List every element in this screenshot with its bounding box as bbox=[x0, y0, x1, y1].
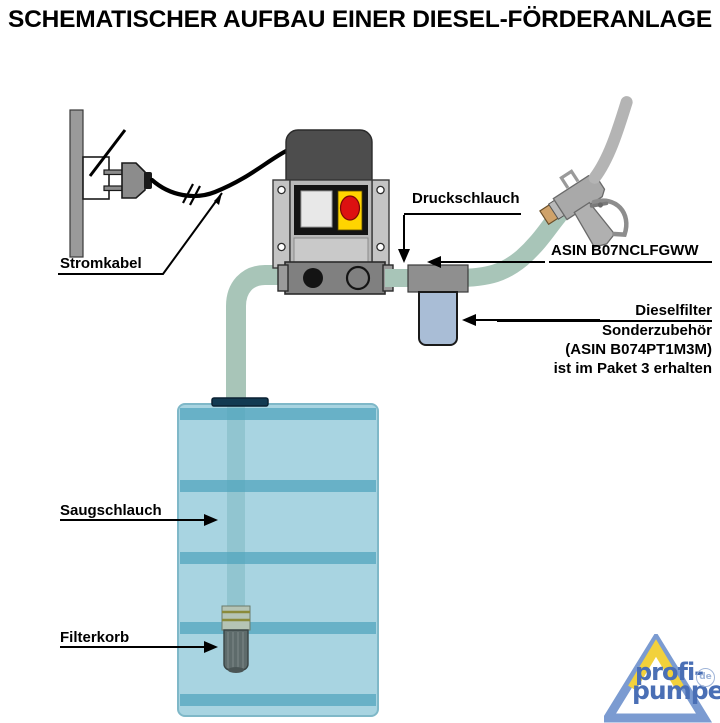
label-dieselfilter: Dieselfilter bbox=[635, 302, 712, 319]
base-port-plug bbox=[303, 268, 323, 288]
barrel-cap bbox=[211, 397, 269, 407]
leader-dieselfilter-arrowhead bbox=[462, 314, 476, 326]
barrel-ring-1 bbox=[180, 408, 376, 420]
label-saugschlauch: Saugschlauch bbox=[60, 502, 162, 519]
foot-filter-collar bbox=[221, 605, 251, 631]
foot-filter-basket bbox=[221, 605, 251, 673]
logo-chevron bbox=[628, 639, 684, 691]
inlet-collar bbox=[277, 264, 289, 292]
barrel-ring-2 bbox=[180, 480, 376, 492]
label-druckschlauch-underline bbox=[404, 213, 521, 215]
leader-druckschlauch-arrowhead bbox=[398, 249, 410, 263]
base-outlet-port bbox=[345, 265, 371, 291]
bolt-top-right bbox=[376, 185, 385, 195]
nozzle-spout bbox=[588, 96, 633, 184]
label-dieselfilter-line2: Sonderzubehör bbox=[601, 322, 712, 339]
bolt-bottom-left bbox=[277, 242, 286, 252]
foot-filter-tip bbox=[228, 667, 244, 673]
wall-socket bbox=[82, 156, 110, 200]
barrel-ring-4 bbox=[180, 622, 376, 634]
label-filterkorb: Filterkorb bbox=[60, 629, 130, 646]
socket-lever bbox=[88, 129, 127, 177]
leader-asin-arrowhead bbox=[427, 256, 441, 268]
nozzle-hook bbox=[559, 169, 580, 189]
pump-assembly bbox=[272, 129, 394, 295]
filter-head bbox=[407, 264, 469, 293]
label-dieselfilter-line4: ist im Paket 3 erhalten bbox=[553, 360, 712, 377]
diesel-filter bbox=[407, 264, 469, 346]
logo-triangle bbox=[599, 631, 713, 723]
page-title: SCHEMATISCHER AUFBAU EINER DIESEL-FÖRDER… bbox=[8, 6, 713, 33]
wall-mount-plate bbox=[69, 109, 84, 258]
pump-motor-housing bbox=[285, 129, 373, 181]
label-druckschlauch: Druckschlauch bbox=[412, 190, 520, 207]
fuel-nozzle bbox=[539, 96, 633, 248]
label-dieselfilter-line3: (ASIN B074PT1M3M) bbox=[565, 341, 712, 358]
leader-stromkabel bbox=[149, 192, 223, 275]
profi-pumpe-logo: profi- pumpe de bbox=[599, 631, 720, 723]
label-asin-pump: ASIN B07NCLFGWW bbox=[551, 242, 699, 259]
leader-saugschlauch-arrowhead bbox=[204, 514, 218, 526]
logo-mark bbox=[599, 631, 713, 723]
bolt-top-left bbox=[277, 185, 286, 195]
leader-stromkabel-arrowhead bbox=[214, 193, 222, 205]
label-asin-pump-underline bbox=[549, 261, 712, 263]
nozzle-handle bbox=[573, 201, 616, 248]
barrel-ring-3 bbox=[180, 552, 376, 564]
cable-break-mark-1 bbox=[182, 183, 194, 204]
filter-bowl bbox=[418, 291, 458, 346]
nozzle-latch bbox=[597, 202, 604, 208]
cable-break-mark-2 bbox=[189, 185, 201, 206]
pressure-hose-to-nozzle bbox=[447, 207, 567, 287]
diesel-barrel bbox=[177, 397, 379, 717]
logo-tld-badge: de bbox=[696, 668, 715, 687]
leader-filterkorb-arrowhead bbox=[204, 641, 218, 653]
display-window bbox=[300, 190, 333, 228]
nozzle-spout-edge bbox=[588, 96, 633, 184]
logo-text-profi: profi- bbox=[635, 658, 704, 686]
suction-hose bbox=[226, 265, 292, 400]
label-stromkabel-underline bbox=[58, 273, 150, 275]
barrel-ring-5 bbox=[180, 694, 376, 706]
emergency-stop-button bbox=[339, 195, 361, 221]
nozzle-trigger-guard bbox=[591, 198, 629, 238]
label-dieselfilter-underline bbox=[497, 320, 712, 322]
label-stromkabel: Stromkabel bbox=[60, 255, 142, 272]
nozzle-body bbox=[552, 175, 606, 221]
bolt-bottom-right bbox=[376, 242, 385, 252]
power-cable bbox=[149, 147, 291, 199]
schuko-plug bbox=[103, 162, 152, 199]
